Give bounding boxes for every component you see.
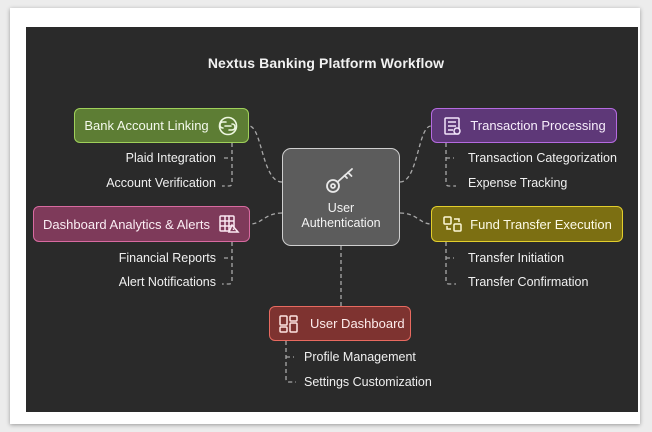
link-icon [218, 116, 237, 135]
user-dashboard-item-1: Profile Management [304, 350, 416, 364]
transaction-item-2: Expense Tracking [468, 176, 568, 190]
center-label-line2: Authentication [301, 216, 381, 230]
dashboard-analytics-label: Dashboard Analytics & Alerts [43, 216, 210, 232]
bank-account-linking-label: Bank Account Linking [84, 118, 209, 133]
bank-account-linking-node: Bank Account Linking [74, 108, 249, 143]
transfer-icon [443, 216, 462, 232]
user-dashboard-item-2: Settings Customization [304, 375, 432, 389]
dashboard-icon [279, 314, 298, 333]
bank-item-1: Plaid Integration [125, 151, 216, 165]
dashboard-analytics-alerts-node: Dashboard Analytics & Alerts [33, 206, 250, 242]
diagram-title: Nextus Banking Platform Workflow [207, 55, 445, 71]
fund-item-2: Transfer Confirmation [468, 275, 589, 289]
transaction-processing-label: Transaction Processing [470, 118, 606, 133]
analytics-icon [219, 215, 240, 233]
fund-transfer-execution-node: Fund Transfer Execution [431, 206, 623, 242]
analytics-item-2: Alert Notifications [118, 275, 216, 289]
user-authentication-node: User Authentication [282, 148, 400, 246]
transaction-item-1: Transaction Categorization [468, 151, 617, 165]
fund-transfer-label: Fund Transfer Execution [470, 216, 612, 232]
key-icon [326, 168, 353, 193]
fund-item-1: Transfer Initiation [468, 251, 565, 265]
user-dashboard-label: User Dashboard [310, 316, 405, 331]
analytics-item-1: Financial Reports [118, 251, 216, 265]
receipt-icon [444, 116, 462, 135]
center-label-line1: User [327, 201, 355, 215]
transaction-processing-node: Transaction Processing [431, 108, 617, 143]
bank-item-2: Account Verification [106, 176, 216, 190]
user-dashboard-node: User Dashboard [269, 306, 411, 341]
